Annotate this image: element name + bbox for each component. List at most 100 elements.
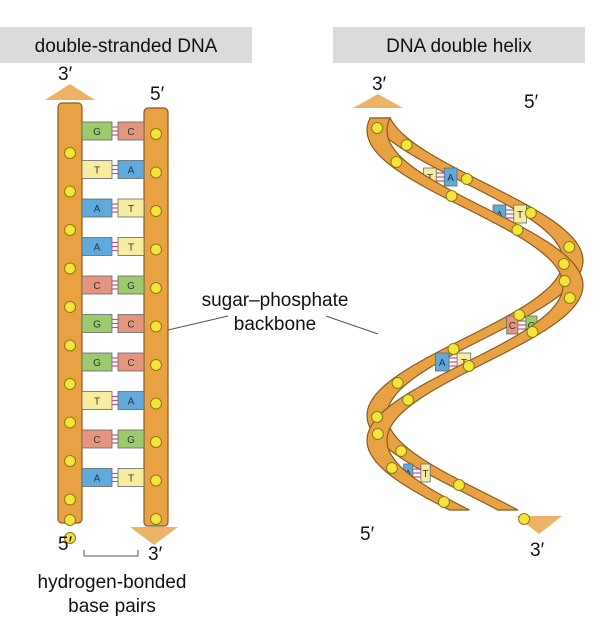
base-letter: G <box>93 127 101 138</box>
phosphate-node <box>150 320 162 333</box>
phosphate-node <box>371 122 384 134</box>
phosphate-node <box>64 185 76 198</box>
ladder-phosphates <box>64 128 162 544</box>
phosphate-node <box>64 224 76 236</box>
phosphate-node <box>150 128 162 140</box>
base-letter: A <box>128 397 135 408</box>
helix-top-left-label: 3′ <box>372 74 387 95</box>
base-letter: C <box>509 321 516 332</box>
base-letter: T <box>422 469 428 480</box>
phosphate-node <box>526 326 539 338</box>
double-helix: TAATCGATAT <box>353 94 584 534</box>
backbone-leader-right <box>325 315 379 335</box>
phosphate-node <box>462 360 475 372</box>
phosphate-node <box>437 496 450 508</box>
phosphate-node <box>524 207 537 219</box>
phosphate-node <box>400 139 413 151</box>
phosphate-node <box>563 241 576 253</box>
ladder-top-left-label: 3′ <box>58 64 73 85</box>
base-letter: G <box>93 358 101 369</box>
phosphate-node <box>557 258 570 270</box>
phosphate-node <box>64 514 76 526</box>
base-letter: T <box>94 166 100 177</box>
phosphate-node <box>64 339 76 352</box>
hbond-callout-line2: base pairs <box>68 596 156 617</box>
phosphate-node <box>150 474 162 487</box>
left-title-box <box>0 27 252 63</box>
backbone-leader-left <box>167 315 229 331</box>
phosphate-node <box>64 262 76 275</box>
phosphate-node <box>64 493 76 506</box>
phosphate-node <box>64 147 76 159</box>
phosphate-node <box>385 462 398 474</box>
base-letter: C <box>127 358 134 369</box>
hbond-bracket <box>83 550 139 557</box>
phosphate-node <box>64 532 76 544</box>
helix-three-prime-arrow <box>353 94 403 108</box>
right-title: DNA double helix <box>386 36 532 57</box>
phosphate-node <box>371 428 384 440</box>
phosphate-node <box>150 243 162 256</box>
phosphate-node <box>64 301 76 313</box>
base-letter: C <box>93 281 100 292</box>
phosphate-node <box>150 513 162 525</box>
phosphate-node <box>447 343 460 355</box>
phosphate-node <box>64 416 76 429</box>
ladder-three-prime-arrow <box>45 84 95 100</box>
backbone-callout-line2: backbone <box>234 314 316 335</box>
phosphate-node <box>395 445 408 457</box>
phosphate-node <box>563 292 576 304</box>
left-title: double-stranded DNA <box>35 36 218 57</box>
phosphate-node <box>150 436 162 448</box>
phosphate-node <box>518 513 531 525</box>
helix-top-right-label: 5′ <box>524 92 539 113</box>
base-letter: A <box>439 358 446 369</box>
ladder-bottom-right-label: 3′ <box>148 544 163 565</box>
base-letter: T <box>128 243 134 254</box>
phosphate-node <box>371 411 384 423</box>
phosphate-node <box>150 282 162 294</box>
ladder-top-right-label: 5′ <box>150 84 165 105</box>
base-letter: C <box>127 127 134 138</box>
right-title-box <box>333 27 585 63</box>
helix-bottom-right-label: 3′ <box>530 540 545 561</box>
base-letter: T <box>517 210 523 221</box>
base-letter: C <box>127 320 134 331</box>
phosphate-node <box>150 397 162 410</box>
base-letter: A <box>94 243 101 254</box>
phosphate-node <box>391 377 404 389</box>
phosphate-node <box>150 205 162 217</box>
ladder-three-prime-arrow-bottom <box>130 527 178 545</box>
base-letter: G <box>93 320 101 331</box>
backbone-callout-line1: sugar–phosphate <box>202 290 349 311</box>
phosphate-node <box>513 309 526 321</box>
phosphate-node <box>64 378 76 390</box>
helix-phosphates <box>371 122 576 525</box>
phosphate-node <box>390 156 403 168</box>
base-letter: T <box>128 474 134 485</box>
phosphate-node <box>452 479 465 491</box>
base-letter: A <box>94 474 101 485</box>
base-letter: A <box>447 173 454 184</box>
phosphate-node <box>460 173 473 185</box>
phosphate-node <box>445 190 458 202</box>
helix-rungs: TAATCGATAT <box>403 167 538 483</box>
phosphate-node <box>64 455 76 467</box>
base-letter: A <box>94 204 101 215</box>
helix-bottom-left-label: 5′ <box>360 524 375 545</box>
base-letter: A <box>128 166 135 177</box>
hbond-callout-line1: hydrogen-bonded <box>38 572 187 593</box>
phosphate-node <box>150 359 162 371</box>
base-letter: G <box>127 281 135 292</box>
